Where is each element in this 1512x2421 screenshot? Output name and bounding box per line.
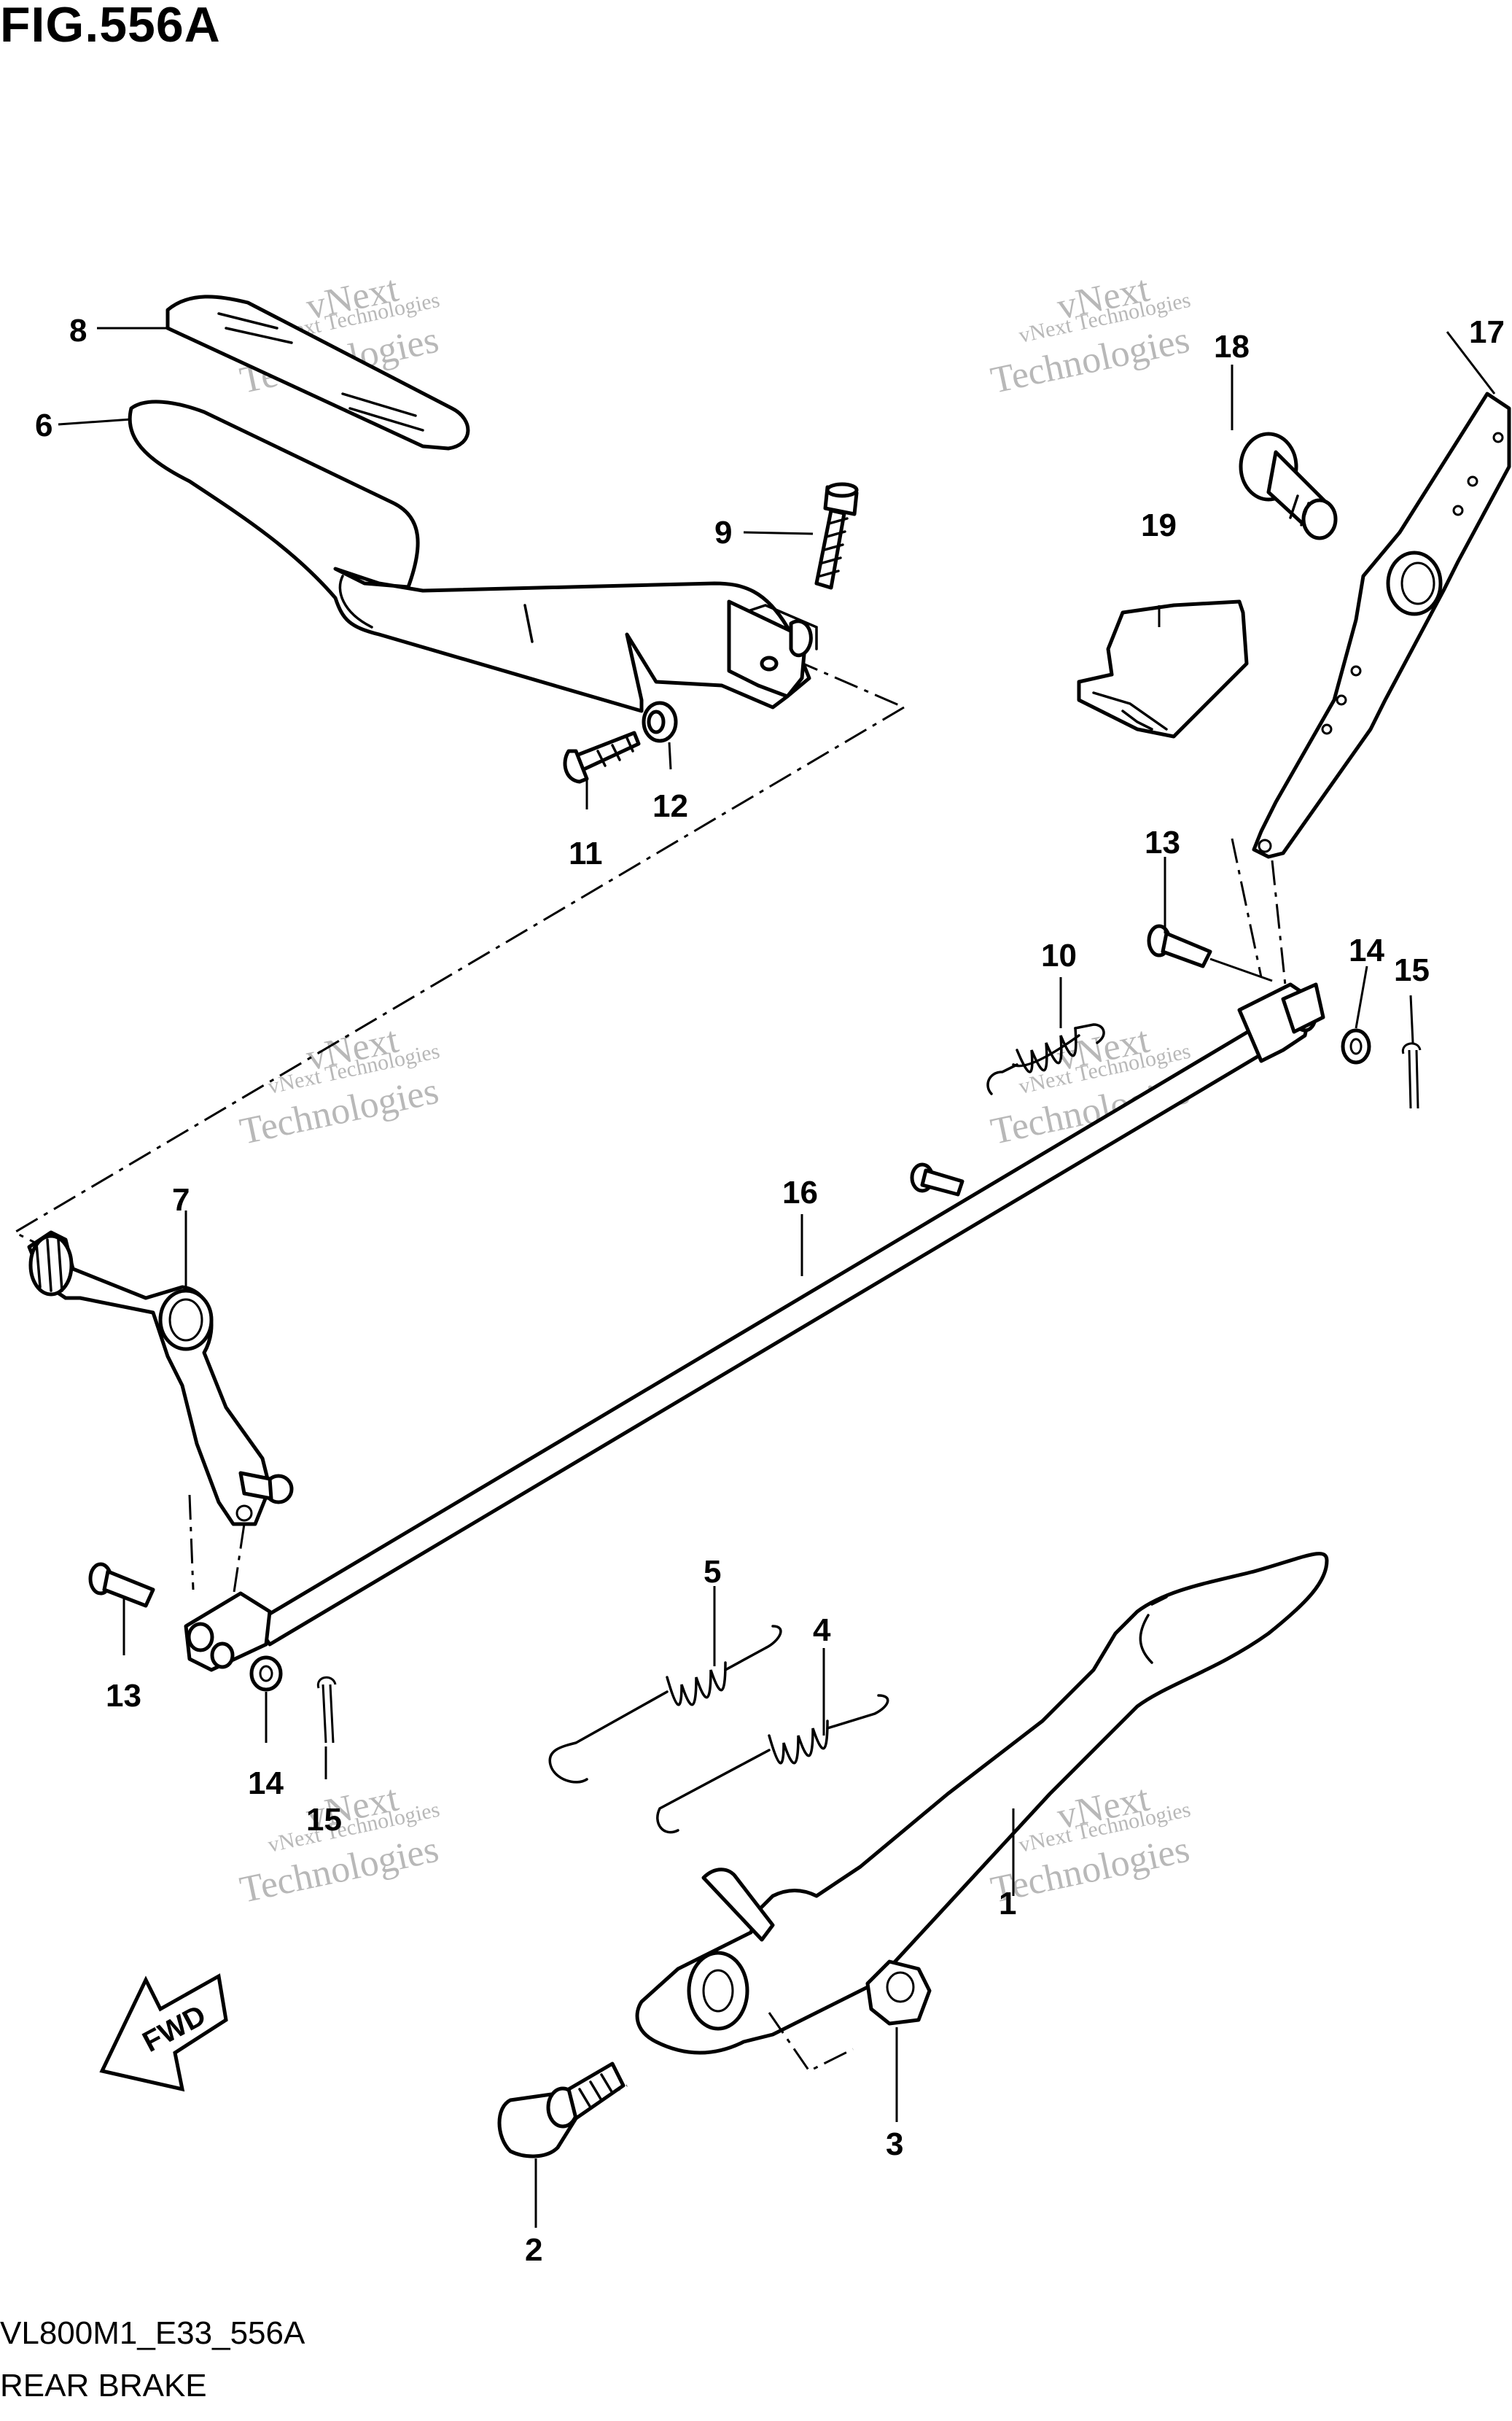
part-washer-14-lower[interactable]	[249, 1655, 283, 1692]
callout-9: 9	[714, 515, 732, 551]
part-lever-17[interactable]	[1252, 392, 1511, 859]
part-spring-4[interactable]	[656, 1694, 889, 1834]
part-pivot-bolt-2[interactable]	[497, 2061, 626, 2158]
callout-14-lower: 14	[248, 1765, 284, 1801]
part-bolt-11[interactable]	[563, 731, 641, 784]
callouts: 8 6 9 11 12 18 17 19 13 10 14 15 16 7 13…	[35, 313, 1505, 2268]
callout-5: 5	[704, 1554, 721, 1590]
callout-17: 17	[1469, 314, 1505, 350]
watermark: vNext Technologies vNext Technologies	[987, 268, 1193, 401]
callout-10: 10	[1041, 938, 1077, 974]
callout-13-lower: 13	[106, 1678, 141, 1714]
part-cover-19[interactable]	[1077, 599, 1249, 739]
assembly-outline	[12, 706, 905, 1248]
figure-title: FIG.556A	[0, 0, 221, 53]
part-nut-3[interactable]	[865, 1959, 932, 2026]
watermark: vNext Technologies vNext Technologies	[236, 1019, 442, 1152]
pedal-shaft-dash	[794, 658, 905, 709]
callout-15-upper: 15	[1394, 952, 1430, 988]
part-spring-5[interactable]	[548, 1625, 782, 1784]
part-washer-12[interactable]	[642, 701, 678, 743]
part-small-bolt[interactable]	[910, 1162, 965, 1197]
callout-11: 11	[569, 836, 603, 871]
callout-1: 1	[999, 1886, 1016, 1921]
pin-rod-line	[1209, 957, 1273, 982]
part-pedal-rubber[interactable]	[165, 295, 470, 451]
part-brake-rod-16[interactable]	[184, 982, 1325, 1672]
part-spring-10[interactable]	[986, 1023, 1105, 1095]
callout-15-lower: 15	[306, 1802, 342, 1838]
callout-2: 2	[525, 2232, 542, 2268]
callout-13-upper: 13	[1145, 825, 1180, 860]
callout-19: 19	[1141, 508, 1177, 543]
leader-lines	[58, 327, 1496, 2228]
callout-7: 7	[172, 1182, 190, 1218]
part-bolt-9[interactable]	[814, 482, 859, 590]
part-side-stand-1[interactable]	[635, 1552, 1329, 2055]
fwd-arrow: FWD	[99, 1973, 228, 2092]
part-cotter-pin-15-lower[interactable]	[316, 1676, 337, 1744]
callout-6: 6	[35, 408, 52, 443]
diagram-code: VL800M1_E33_556A	[0, 2315, 305, 2351]
part-cotter-pin-15-upper[interactable]	[1401, 1042, 1422, 1109]
callout-3: 3	[886, 2126, 903, 2162]
diagram-name: REAR BRAKE	[0, 2368, 207, 2403]
part-brake-pedal[interactable]	[128, 400, 818, 713]
callout-8: 8	[69, 313, 87, 349]
callout-12: 12	[652, 788, 688, 824]
callout-16: 16	[782, 1175, 818, 1210]
callout-18: 18	[1214, 329, 1250, 365]
arm-rod-dash	[188, 1494, 246, 1598]
callout-14-upper: 14	[1349, 933, 1384, 968]
part-clevis-pin-13-upper[interactable]	[1147, 924, 1212, 968]
part-washer-14-upper[interactable]	[1341, 1028, 1371, 1065]
part-brake-arm-7[interactable]	[27, 1230, 294, 1526]
part-pin-18[interactable]	[1239, 432, 1338, 540]
callout-4: 4	[813, 1612, 831, 1648]
part-clevis-pin-13-lower[interactable]	[88, 1562, 155, 1608]
lever-rod-dash	[1231, 838, 1288, 1000]
